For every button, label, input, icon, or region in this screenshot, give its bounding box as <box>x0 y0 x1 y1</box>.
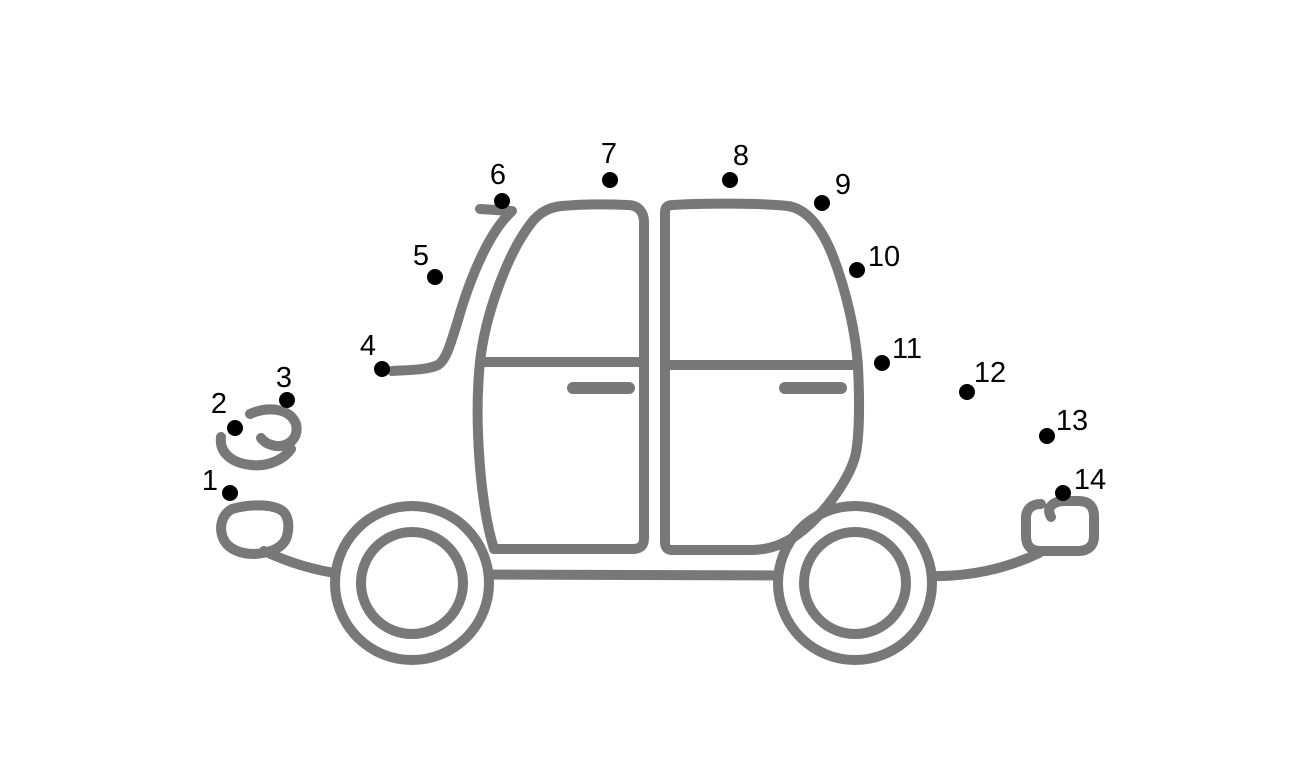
taillight-shape <box>1021 496 1099 556</box>
dot-8[interactable] <box>722 172 738 188</box>
car-hood-and-windshield-line <box>387 204 517 376</box>
front-bumper-shape <box>216 500 294 559</box>
dot-4[interactable] <box>374 361 390 377</box>
dot-number-12: 12 <box>974 357 1006 389</box>
front-curl-lower <box>215 432 296 471</box>
dot-10[interactable] <box>849 262 865 278</box>
dot-number-5: 5 <box>413 240 429 272</box>
dot-number-8: 8 <box>733 140 749 172</box>
dot-2[interactable] <box>227 420 243 436</box>
dot-number-6: 6 <box>490 159 506 191</box>
dot-1[interactable] <box>222 485 238 501</box>
car-drawing <box>215 198 1099 665</box>
dot-11[interactable] <box>874 355 890 371</box>
dot-number-2: 2 <box>211 388 227 420</box>
dot-12[interactable] <box>959 384 975 400</box>
dot-7[interactable] <box>602 172 618 188</box>
dot-number-14: 14 <box>1074 464 1106 496</box>
dot-3[interactable] <box>279 392 295 408</box>
rear-wheel-inner <box>799 527 911 639</box>
dot-13[interactable] <box>1039 428 1055 444</box>
dot-number-10: 10 <box>868 241 900 273</box>
dot-5[interactable] <box>427 269 443 285</box>
front-wheel-inner <box>356 527 468 639</box>
dot-14[interactable] <box>1055 485 1071 501</box>
dot-number-7: 7 <box>601 138 617 170</box>
dot-number-13: 13 <box>1056 405 1088 437</box>
dot-number-3: 3 <box>276 362 292 394</box>
dot-9[interactable] <box>814 195 830 211</box>
rear-door-outline <box>660 198 864 555</box>
front-curl-upper <box>245 404 302 452</box>
dot-number-1: 1 <box>202 465 218 497</box>
dot-number-9: 9 <box>835 169 851 201</box>
dot-6[interactable] <box>494 193 510 209</box>
dot-number-11: 11 <box>892 333 922 365</box>
front-door-outline <box>472 199 649 554</box>
dot-number-4: 4 <box>360 330 376 362</box>
